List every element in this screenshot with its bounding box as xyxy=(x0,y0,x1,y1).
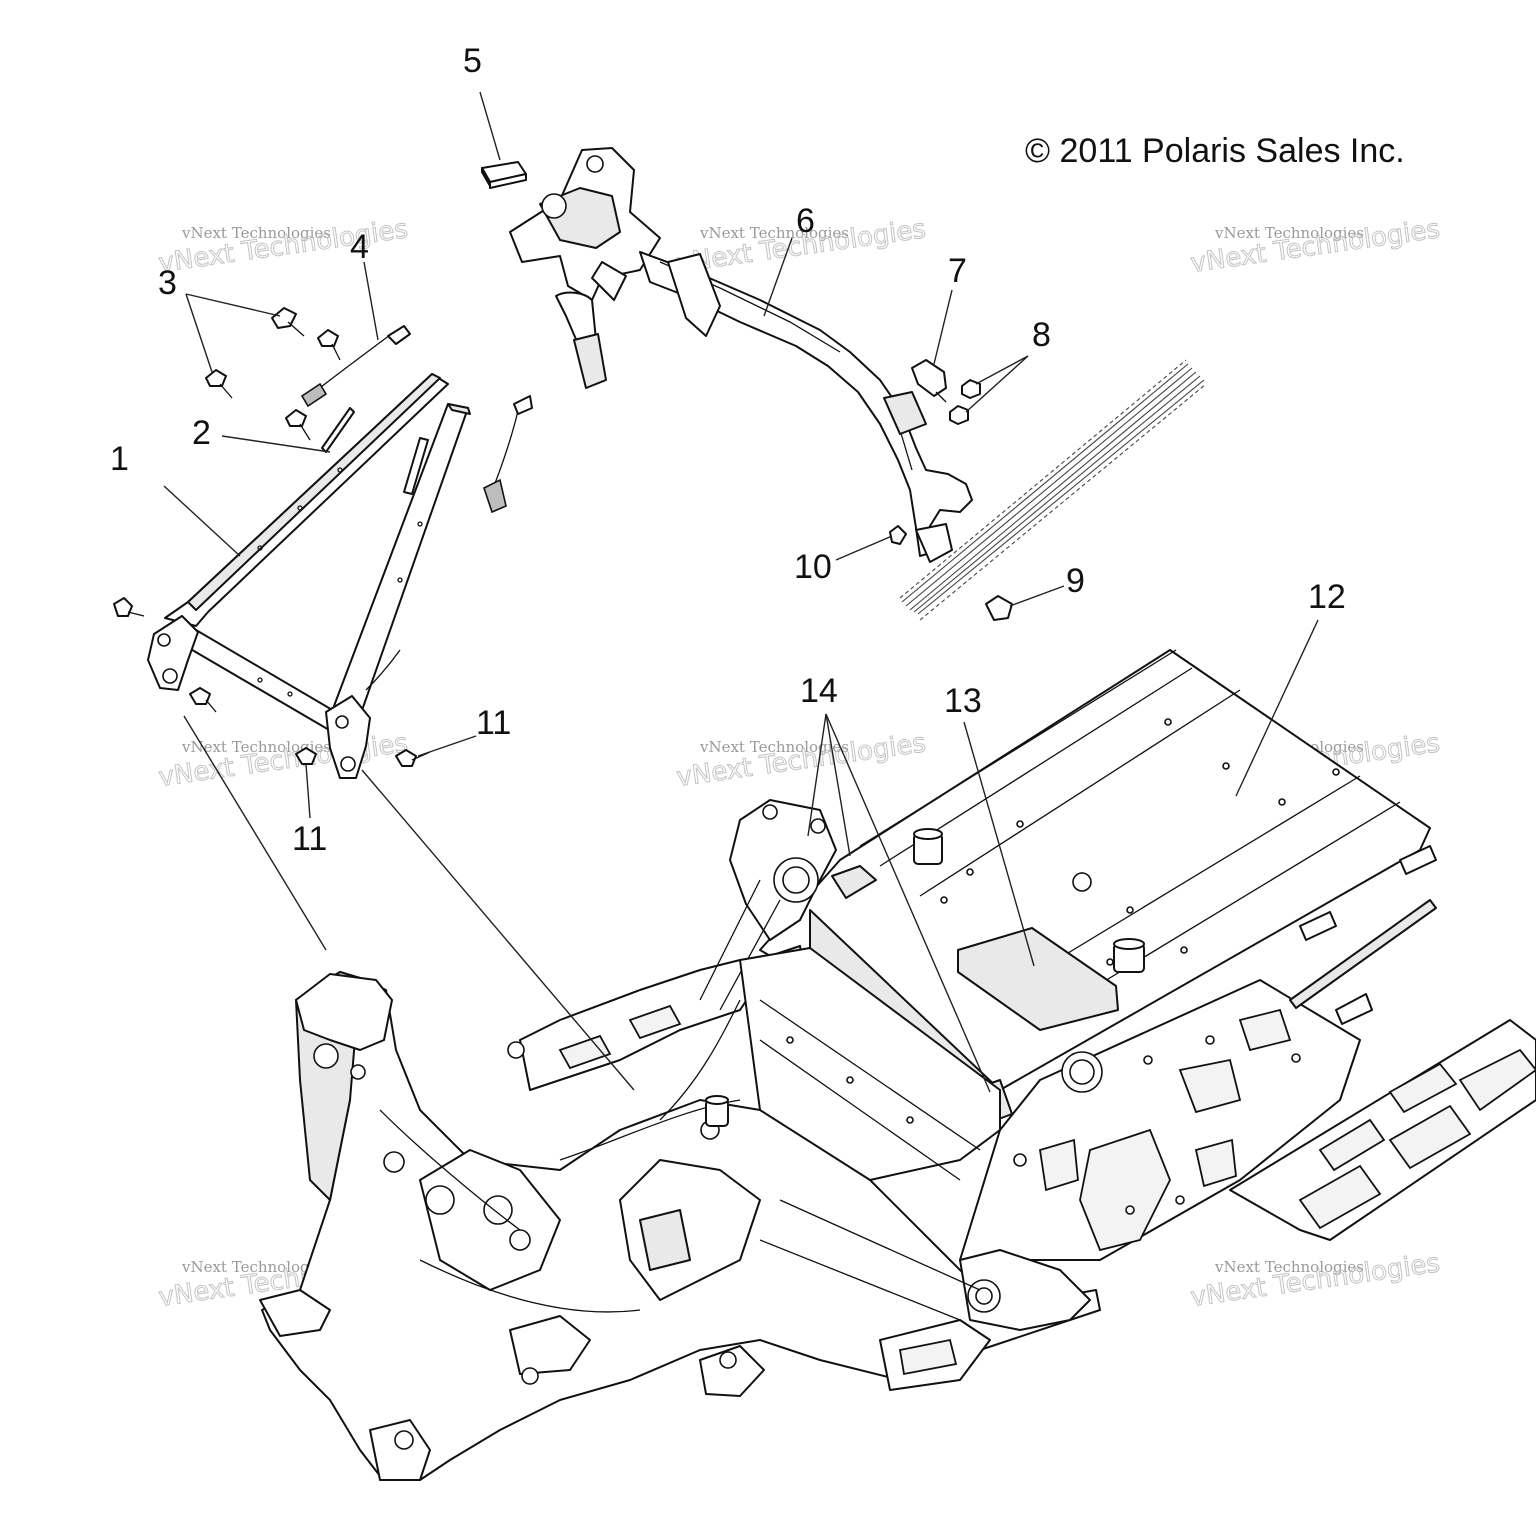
leader-line xyxy=(965,355,1029,413)
main-chassis xyxy=(259,649,1536,1481)
leader-line xyxy=(221,435,331,453)
watermark-text: vNext Technologies xyxy=(699,738,849,756)
watermark-text: vNext Technologies xyxy=(181,1258,331,1276)
leader-line xyxy=(1009,585,1065,607)
part-3-bolt xyxy=(205,369,233,399)
part-11-bolt xyxy=(189,687,217,713)
part-7-clip xyxy=(911,359,947,403)
watermark: vNext Technologies vNext Technologies xyxy=(156,728,410,794)
copyright-notice: © 2011 Polaris Sales Inc. xyxy=(1025,132,1405,170)
part-3-bolt xyxy=(285,409,311,441)
track-runner xyxy=(899,359,1207,621)
watermark-text: vNext Technologies xyxy=(1214,1258,1364,1276)
watermark-text: vNext Technologies xyxy=(181,738,331,756)
part-3-bolt xyxy=(271,307,305,337)
callout-8: 8 xyxy=(1032,316,1051,354)
part-11-bolt xyxy=(113,597,145,617)
part-8-nut xyxy=(961,379,981,399)
watermark-text: vNext Technologies xyxy=(1214,224,1364,242)
callout-12: 12 xyxy=(1308,578,1346,616)
part-9-clip xyxy=(985,595,1013,621)
leader-line xyxy=(825,713,851,857)
watermark-text: vNext Technologies xyxy=(699,224,849,242)
part-11-bolt xyxy=(295,747,317,765)
callout-11: 11 xyxy=(476,704,511,742)
callout-10: 10 xyxy=(794,548,832,586)
watermark: vNext Technologies vNext Technologies xyxy=(1188,1248,1442,1314)
part-11-bolt xyxy=(395,749,431,767)
leader-line xyxy=(479,91,501,161)
callout-7: 7 xyxy=(948,252,967,290)
callout-14: 14 xyxy=(800,672,838,710)
fasteners xyxy=(113,307,1013,767)
leader-line xyxy=(417,735,477,757)
leader-line xyxy=(185,293,213,373)
leader-line xyxy=(933,289,953,365)
callout-3: 3 xyxy=(158,264,177,302)
part-5-block xyxy=(481,161,527,189)
watermark-text: vNext Technologies xyxy=(181,224,331,242)
watermark: vNext Technologies vNext Technologies xyxy=(156,214,410,280)
callout-5: 5 xyxy=(463,42,482,80)
part-10-clip xyxy=(889,525,907,545)
leader-line xyxy=(305,763,311,819)
watermark: vNext Technologies vNext Technologies xyxy=(674,728,928,794)
part-8-nut xyxy=(949,405,969,425)
leader-line xyxy=(835,535,893,561)
part-1-frame-bar xyxy=(147,325,533,779)
callout-11: 11 xyxy=(292,820,327,858)
leader-line xyxy=(825,713,991,1093)
part-6-steering-post xyxy=(509,147,973,563)
leader-line xyxy=(163,485,241,557)
callout-9: 9 xyxy=(1066,562,1085,600)
part-3-bolt xyxy=(317,329,341,361)
leader-line xyxy=(363,261,379,341)
callout-6: 6 xyxy=(796,202,815,240)
leader-line xyxy=(807,713,827,837)
callout-2: 2 xyxy=(192,414,211,452)
leader-lines xyxy=(163,91,1319,1093)
callout-1: 1 xyxy=(110,440,129,478)
leader-line xyxy=(763,237,793,317)
leader-line xyxy=(963,721,1035,967)
leader-line xyxy=(185,293,281,317)
leader-line xyxy=(1235,619,1319,797)
callout-13: 13 xyxy=(944,682,982,720)
leader-line xyxy=(975,355,1029,385)
watermark: vNext Technologies vNext Technologies xyxy=(1188,214,1442,280)
leader-line xyxy=(183,715,327,951)
callout-4: 4 xyxy=(350,228,369,266)
leader-line xyxy=(361,769,635,1091)
callouts: 5 1 2 3 4 6 7 8 10 9 11 11 12 13 14 xyxy=(110,42,1346,858)
